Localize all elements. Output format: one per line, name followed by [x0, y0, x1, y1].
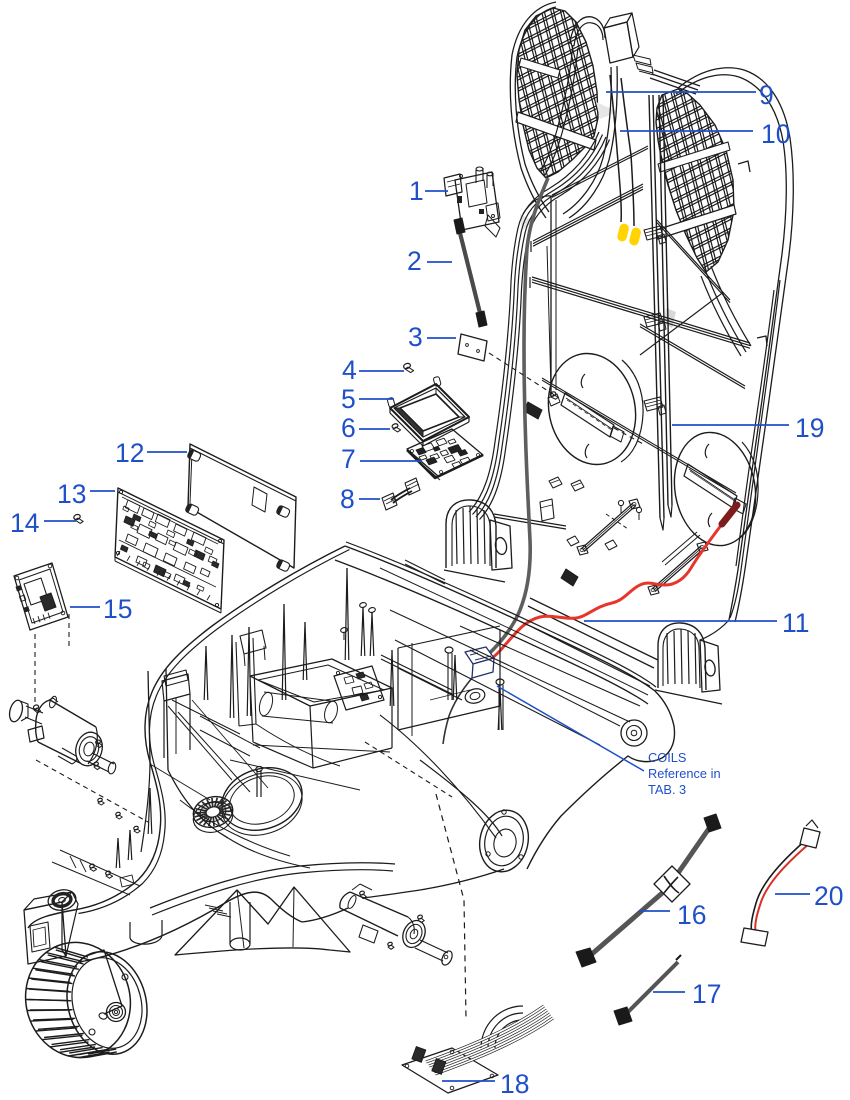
- svg-text:Reference in: Reference in: [648, 766, 721, 781]
- svg-text:8: 8: [340, 484, 355, 514]
- svg-text:16: 16: [677, 900, 706, 930]
- svg-text:15: 15: [103, 594, 132, 624]
- svg-text:20: 20: [814, 881, 843, 911]
- svg-text:19: 19: [795, 413, 824, 443]
- svg-text:11: 11: [782, 608, 810, 638]
- svg-text:9: 9: [759, 80, 774, 110]
- svg-text:2: 2: [407, 246, 422, 276]
- svg-text:COILS: COILS: [648, 750, 686, 765]
- svg-text:1: 1: [409, 176, 424, 206]
- svg-text:18: 18: [500, 1069, 529, 1099]
- svg-text:7: 7: [341, 444, 356, 474]
- svg-text:13: 13: [57, 479, 86, 509]
- svg-text:6: 6: [341, 413, 356, 443]
- svg-text:10: 10: [761, 119, 790, 149]
- svg-text:TAB. 3: TAB. 3: [648, 782, 686, 797]
- svg-text:5: 5: [341, 384, 356, 414]
- svg-text:3: 3: [408, 322, 423, 352]
- svg-text:12: 12: [115, 438, 144, 468]
- svg-text:17: 17: [692, 979, 721, 1009]
- svg-text:4: 4: [342, 355, 357, 385]
- svg-text:14: 14: [10, 508, 39, 538]
